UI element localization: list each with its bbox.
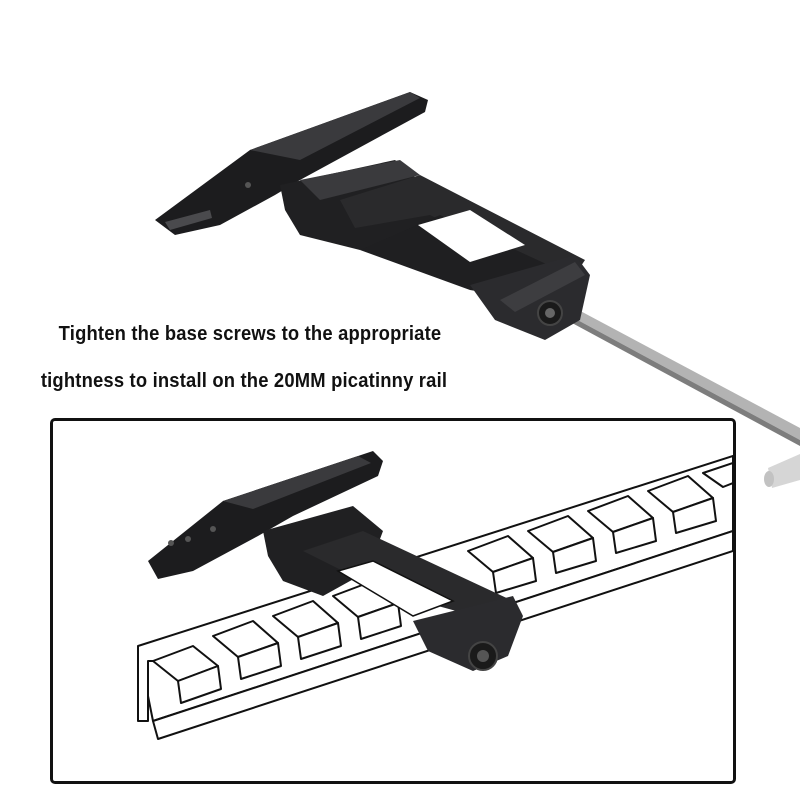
rail-teeth xyxy=(152,462,733,704)
hex-key-icon xyxy=(548,298,800,488)
instruction-caption-line-1: Tighten the base screws to the appropria… xyxy=(58,323,442,345)
rail-mount-diagram xyxy=(137,451,733,740)
inset-diagram-frame xyxy=(50,418,736,784)
instruction-caption-line-2: tightness to install on the 20MM picatin… xyxy=(40,370,448,392)
mount-on-rail xyxy=(148,451,523,671)
top-product-illustration xyxy=(155,92,800,488)
